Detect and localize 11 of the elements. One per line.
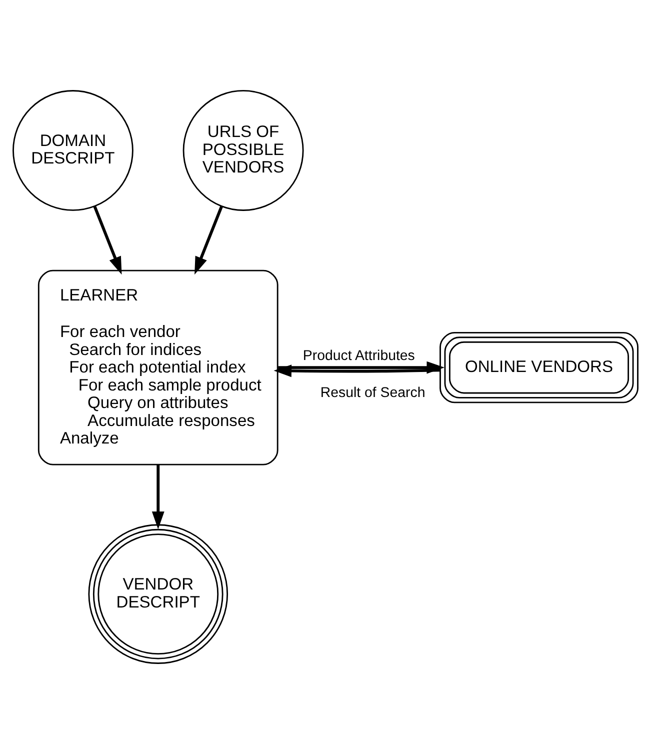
arrow xyxy=(274,364,440,378)
node-circle: VENDOR DESCRIPT xyxy=(88,524,228,664)
edge-label: Product Attributes xyxy=(302,348,415,364)
edge-label: Result of Search xyxy=(320,385,426,402)
arrow xyxy=(93,206,122,275)
node-circle: DOMAIN DESCRIPT xyxy=(12,90,134,211)
node-box: LEARNER For each vendor Search for indices For each potential index For each sample product Query on attributes Accumulate responses Analyze xyxy=(38,270,278,466)
node-circle: URLS OF POSSIBLE VENDORS xyxy=(182,90,304,211)
arrow xyxy=(194,206,223,275)
arrow xyxy=(152,464,164,530)
node-box: ONLINE VENDORS xyxy=(440,332,638,404)
